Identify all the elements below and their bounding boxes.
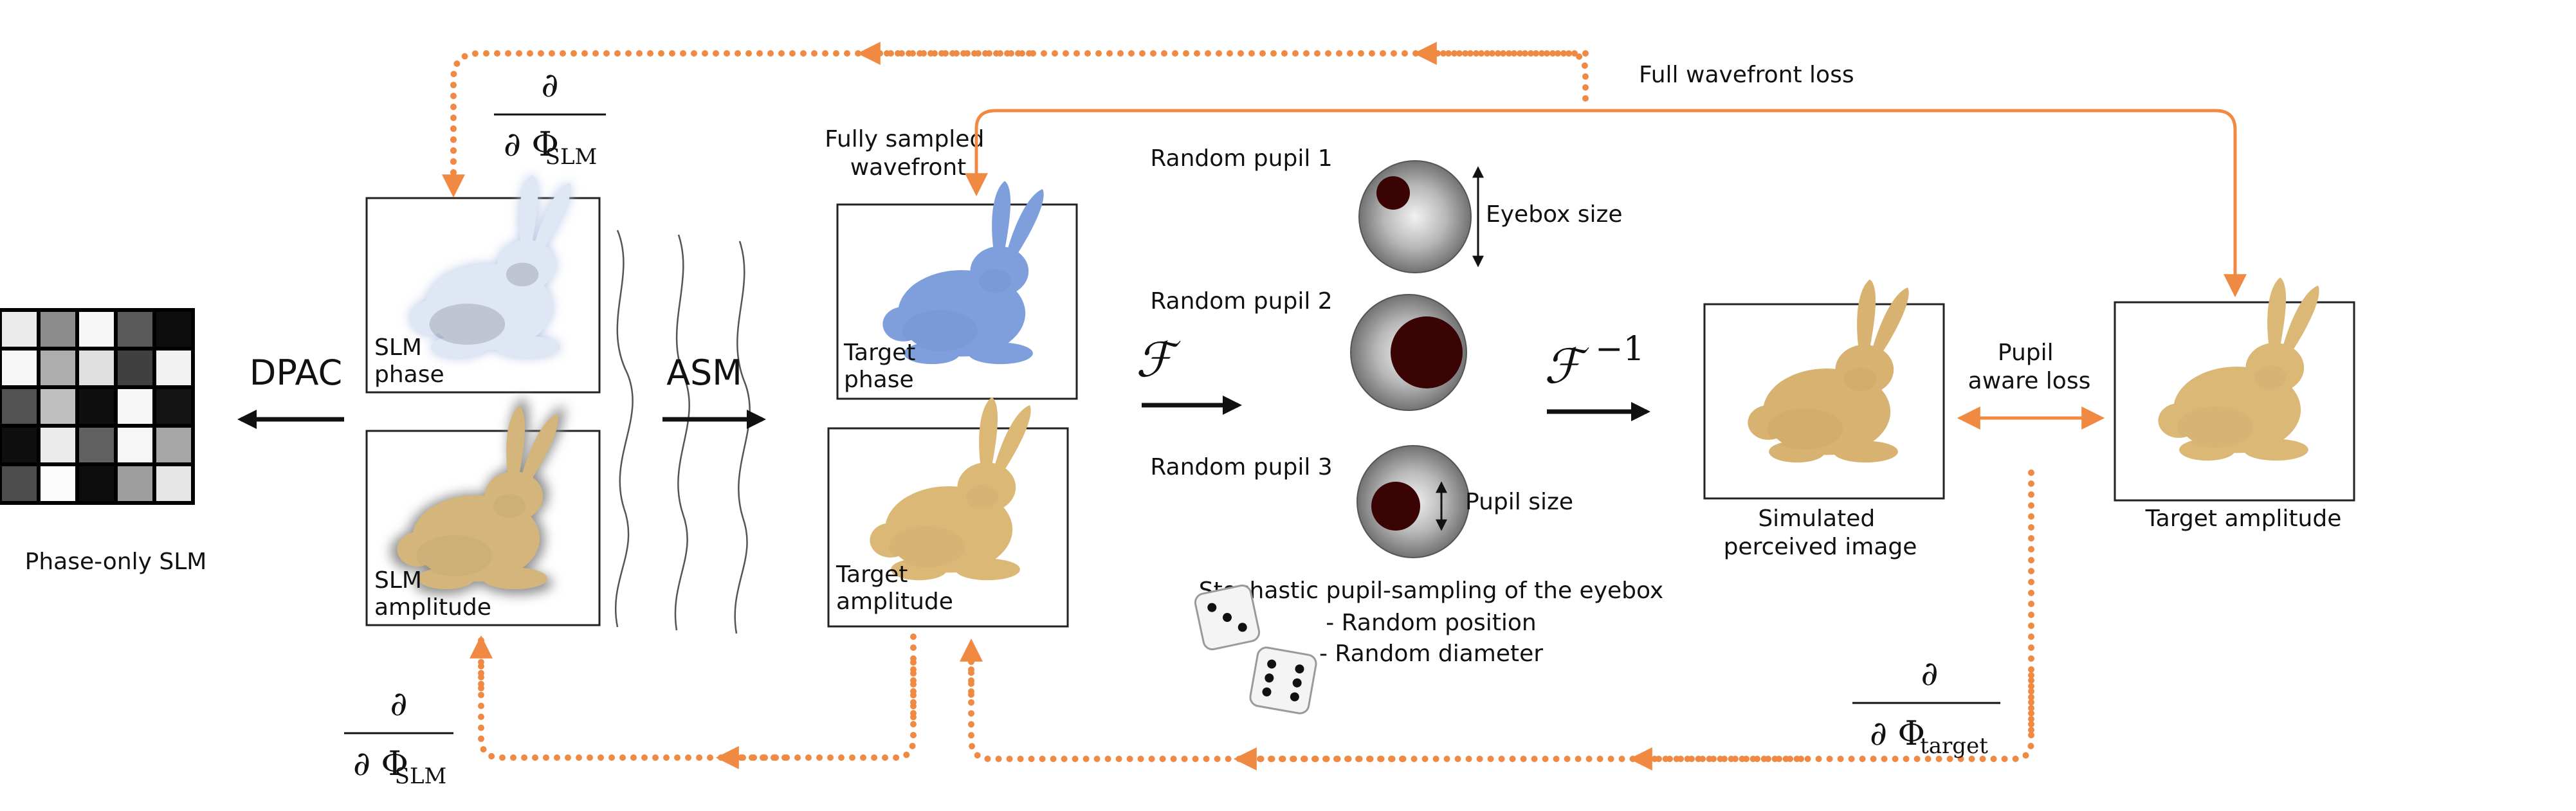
random-pupil-1-label: Random pupil 1 xyxy=(1150,145,1332,172)
svg-text:∂ Φ: ∂ Φ xyxy=(504,125,559,164)
slm-pixel xyxy=(75,462,118,505)
bottom-right-gradient-derivative: ∂ ∂ Φ target xyxy=(1852,655,2000,759)
eyebox-size-label: Eyebox size xyxy=(1486,201,1623,228)
svg-text:target: target xyxy=(1920,733,1988,759)
top-gradient-derivative: ∂ ∂ Φ SLM xyxy=(494,66,606,170)
asm-propagation-waves xyxy=(614,230,751,634)
slm-pixel xyxy=(37,385,79,428)
svg-text:∂: ∂ xyxy=(390,685,408,724)
slm-amplitude-label: SLM amplitude xyxy=(374,567,491,621)
dpac-label: DPAC xyxy=(250,352,342,393)
target-amplitude-small-label: Target amplitude xyxy=(836,561,953,615)
slm-pixel xyxy=(152,462,195,505)
slm-pixel xyxy=(75,347,118,389)
slm-pixel xyxy=(152,385,195,428)
random-pupil-1 xyxy=(1358,160,1472,273)
lower-left-gradient-path xyxy=(478,633,917,761)
slm-pixel xyxy=(114,347,156,389)
bottom-gradient-path xyxy=(968,469,2034,762)
slm-pixel xyxy=(37,424,79,466)
slm-pixel xyxy=(114,462,156,505)
slm-pixel xyxy=(37,347,79,389)
simulated-image-label: Simulated perceived image xyxy=(1724,506,1917,560)
slm-pixel xyxy=(114,385,156,428)
target-amplitude-label: Target amplitude xyxy=(2145,506,2342,532)
slm-pixel xyxy=(75,308,118,351)
target-phase-label: Target phase xyxy=(843,340,923,393)
full-wavefront-loss-arrow xyxy=(965,109,2247,298)
dice-icon xyxy=(1194,584,1317,715)
full-wavefront-loss-label: Full wavefront loss xyxy=(1639,62,1854,88)
phase-only-slm-grid xyxy=(0,308,195,505)
slm-pixel xyxy=(0,462,41,505)
pupil-aware-loss-label: Pupil aware loss xyxy=(1968,340,2091,394)
slm-pixel xyxy=(75,385,118,428)
svg-text:∂ Φ: ∂ Φ xyxy=(1870,715,1925,753)
slm-pixel xyxy=(37,462,79,505)
random-pupil-3-label: Random pupil 3 xyxy=(1150,454,1332,480)
slm-pixel xyxy=(152,308,195,351)
svg-text:∂: ∂ xyxy=(1921,655,1939,693)
asm-label: ASM xyxy=(666,352,742,393)
random-pupil-3 xyxy=(1357,445,1470,558)
slm-pixel xyxy=(0,347,41,389)
stochastic-sampling-label: Stochastic pupil-sampling of the eyebox xyxy=(1199,578,1663,604)
slm-pixel xyxy=(37,308,79,351)
inverse-fourier-symbol: ℱ xyxy=(1544,339,1589,394)
svg-text:∂: ∂ xyxy=(542,66,559,105)
top-gradient-path xyxy=(450,50,1589,190)
slm-pixel xyxy=(114,308,156,351)
slm-pixel xyxy=(0,424,41,466)
slm-caption: Phase-only SLM xyxy=(25,549,207,575)
fourier-symbol: ℱ xyxy=(1136,333,1181,388)
fully-sampled-label: Fully sampled wavefront xyxy=(825,126,992,181)
random-pupil-2-label: Random pupil 2 xyxy=(1150,288,1332,314)
svg-text:SLM: SLM xyxy=(395,763,447,789)
svg-text:SLM: SLM xyxy=(545,144,598,170)
slm-pixel xyxy=(0,385,41,428)
svg-text:∂ Φ: ∂ Φ xyxy=(353,745,408,783)
bottom-left-gradient-derivative: ∂ ∂ Φ SLM xyxy=(344,685,453,789)
slm-pixel xyxy=(0,308,41,351)
slm-pixel xyxy=(75,424,118,466)
slm-phase-label: SLM phase xyxy=(374,334,444,388)
random-pupil-2 xyxy=(1350,294,1467,411)
random-position-label: - Random position xyxy=(1326,610,1537,636)
slm-pixel xyxy=(152,424,195,466)
inverse-fourier-exponent: −1 xyxy=(1595,330,1645,369)
slm-pixel xyxy=(152,347,195,389)
random-diameter-label: - Random diameter xyxy=(1319,641,1543,667)
slm-pixel xyxy=(114,424,156,466)
pupil-size-label: Pupil size xyxy=(1465,489,1573,515)
